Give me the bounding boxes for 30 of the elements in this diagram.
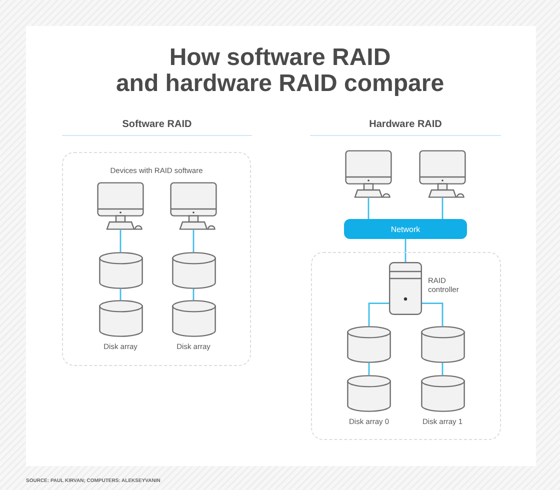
connector-line xyxy=(120,230,122,252)
disk-cylinder xyxy=(172,252,216,289)
disk-cylinder xyxy=(98,252,142,289)
section-heading: Software RAID xyxy=(121,118,193,130)
disk-cylinder xyxy=(172,300,216,337)
disk-cylinder xyxy=(98,300,142,337)
desktop-computer-icon xyxy=(419,150,466,198)
connector-line xyxy=(404,239,406,262)
connector-line xyxy=(368,302,389,326)
server-tower-icon xyxy=(389,262,422,315)
disk-cylinder xyxy=(347,326,391,363)
connector-line xyxy=(192,230,194,252)
connector-line xyxy=(192,289,194,300)
dashed-group-box xyxy=(311,252,501,440)
section-heading: Hardware RAID xyxy=(368,118,443,130)
connector-line xyxy=(368,198,370,219)
disk-cylinder xyxy=(420,375,464,412)
disk-cylinder xyxy=(420,326,464,363)
network-bar: Network xyxy=(344,219,467,239)
connector-line xyxy=(368,363,370,375)
desktop-computer-icon xyxy=(345,150,392,198)
title: How software RAID and hardware RAID compare xyxy=(114,45,446,97)
desktop-computer-icon xyxy=(170,182,217,230)
connector-line xyxy=(442,363,444,375)
dashed-group-box xyxy=(62,152,251,366)
desktop-computer-icon xyxy=(97,182,144,230)
connector-line xyxy=(442,198,444,219)
disk-cylinder xyxy=(347,375,391,412)
connector-line xyxy=(422,302,444,326)
connector-line xyxy=(120,289,122,300)
